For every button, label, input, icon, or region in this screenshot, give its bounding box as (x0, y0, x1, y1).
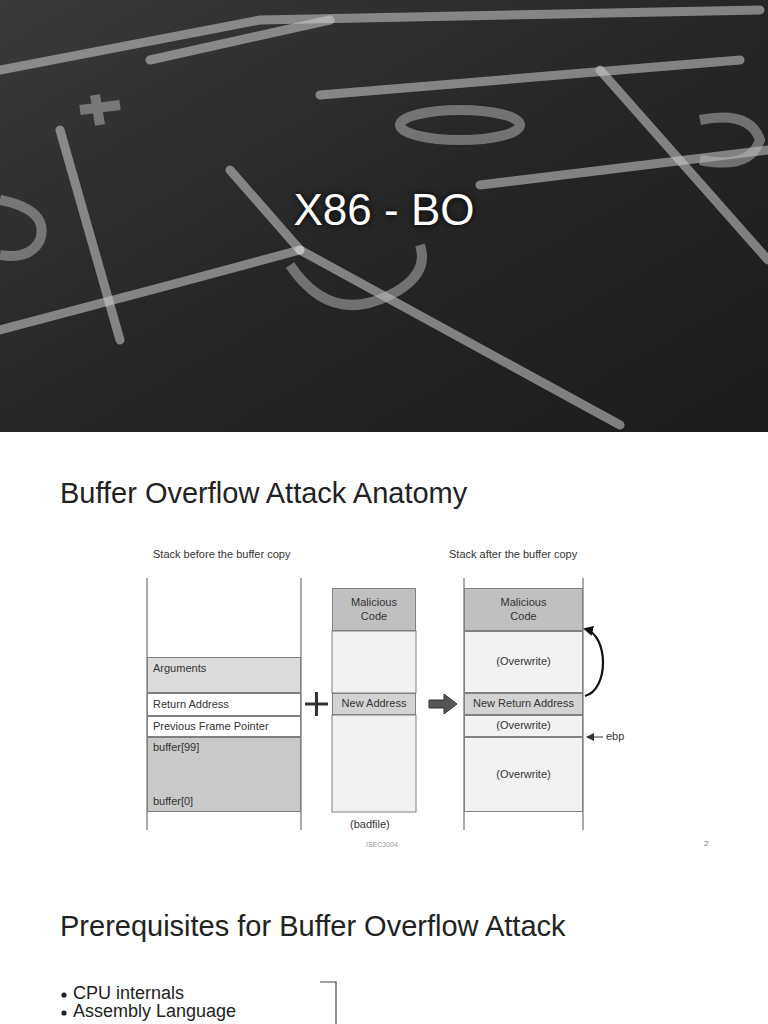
text-label: Assembly Language (73, 1002, 236, 1022)
text-label: (badfile) (350, 818, 390, 830)
stack-cell: Return Address (147, 693, 301, 716)
cell-text: Malicious Code (343, 596, 405, 622)
cell-text: Arguments (153, 662, 206, 675)
badfile-cell (332, 631, 416, 693)
jump-arrow (585, 629, 603, 696)
stack-cell: Previous Frame Pointer (147, 716, 301, 737)
text-label: Prerequisites for Buffer Overflow Attack (60, 911, 566, 943)
stack-cell: (Overwrite) (464, 737, 583, 812)
cell-text: Previous Frame Pointer (153, 720, 269, 733)
hopscotch-lines (0, 10, 768, 425)
bullet (61, 1010, 66, 1015)
text-label: ebp (606, 730, 624, 742)
stack-cell: Malicious Code (464, 588, 583, 631)
cell-text: Return Address (153, 698, 229, 711)
cell-text: (Overwrite) (496, 719, 550, 732)
text-label: Buffer Overflow Attack Anatomy (60, 478, 467, 510)
bracket (320, 982, 336, 1024)
cell-text: buffer[99] (153, 741, 199, 754)
text-label: 2 (704, 840, 708, 849)
badfile-cell (332, 715, 416, 812)
text-label: Stack before the buffer copy (153, 548, 290, 560)
stack-cell: buffer[99] buffer[0] (147, 737, 301, 812)
stack-cell: (Overwrite) (464, 715, 583, 737)
result-arrow (429, 694, 457, 714)
stack-cell: (Overwrite) (464, 631, 583, 693)
stack-cell: New Return Address (464, 693, 583, 715)
text-label: CPU internals (73, 984, 184, 1004)
text-label: ISEC3004 (366, 841, 398, 849)
cell-text: Malicious Code (493, 596, 555, 622)
plus-symbol (305, 692, 328, 716)
bullet (61, 992, 66, 997)
text-label: Stack after the buffer copy (449, 548, 577, 560)
photo-band (0, 0, 768, 432)
ebp-pointer (587, 737, 603, 738)
cell-text: New Return Address (473, 697, 574, 710)
cell-text: (Overwrite) (496, 655, 550, 668)
slide-title: X86 - BO (0, 186, 768, 234)
stack-walls (147, 578, 583, 830)
cell-text: buffer[0] (153, 795, 193, 808)
stack-cell: New Address (332, 693, 416, 715)
cell-text: (Overwrite) (496, 768, 550, 781)
cell-text: New Address (342, 697, 407, 710)
stack-cell: Malicious Code (332, 588, 416, 631)
stack-cell: Arguments (147, 657, 301, 693)
